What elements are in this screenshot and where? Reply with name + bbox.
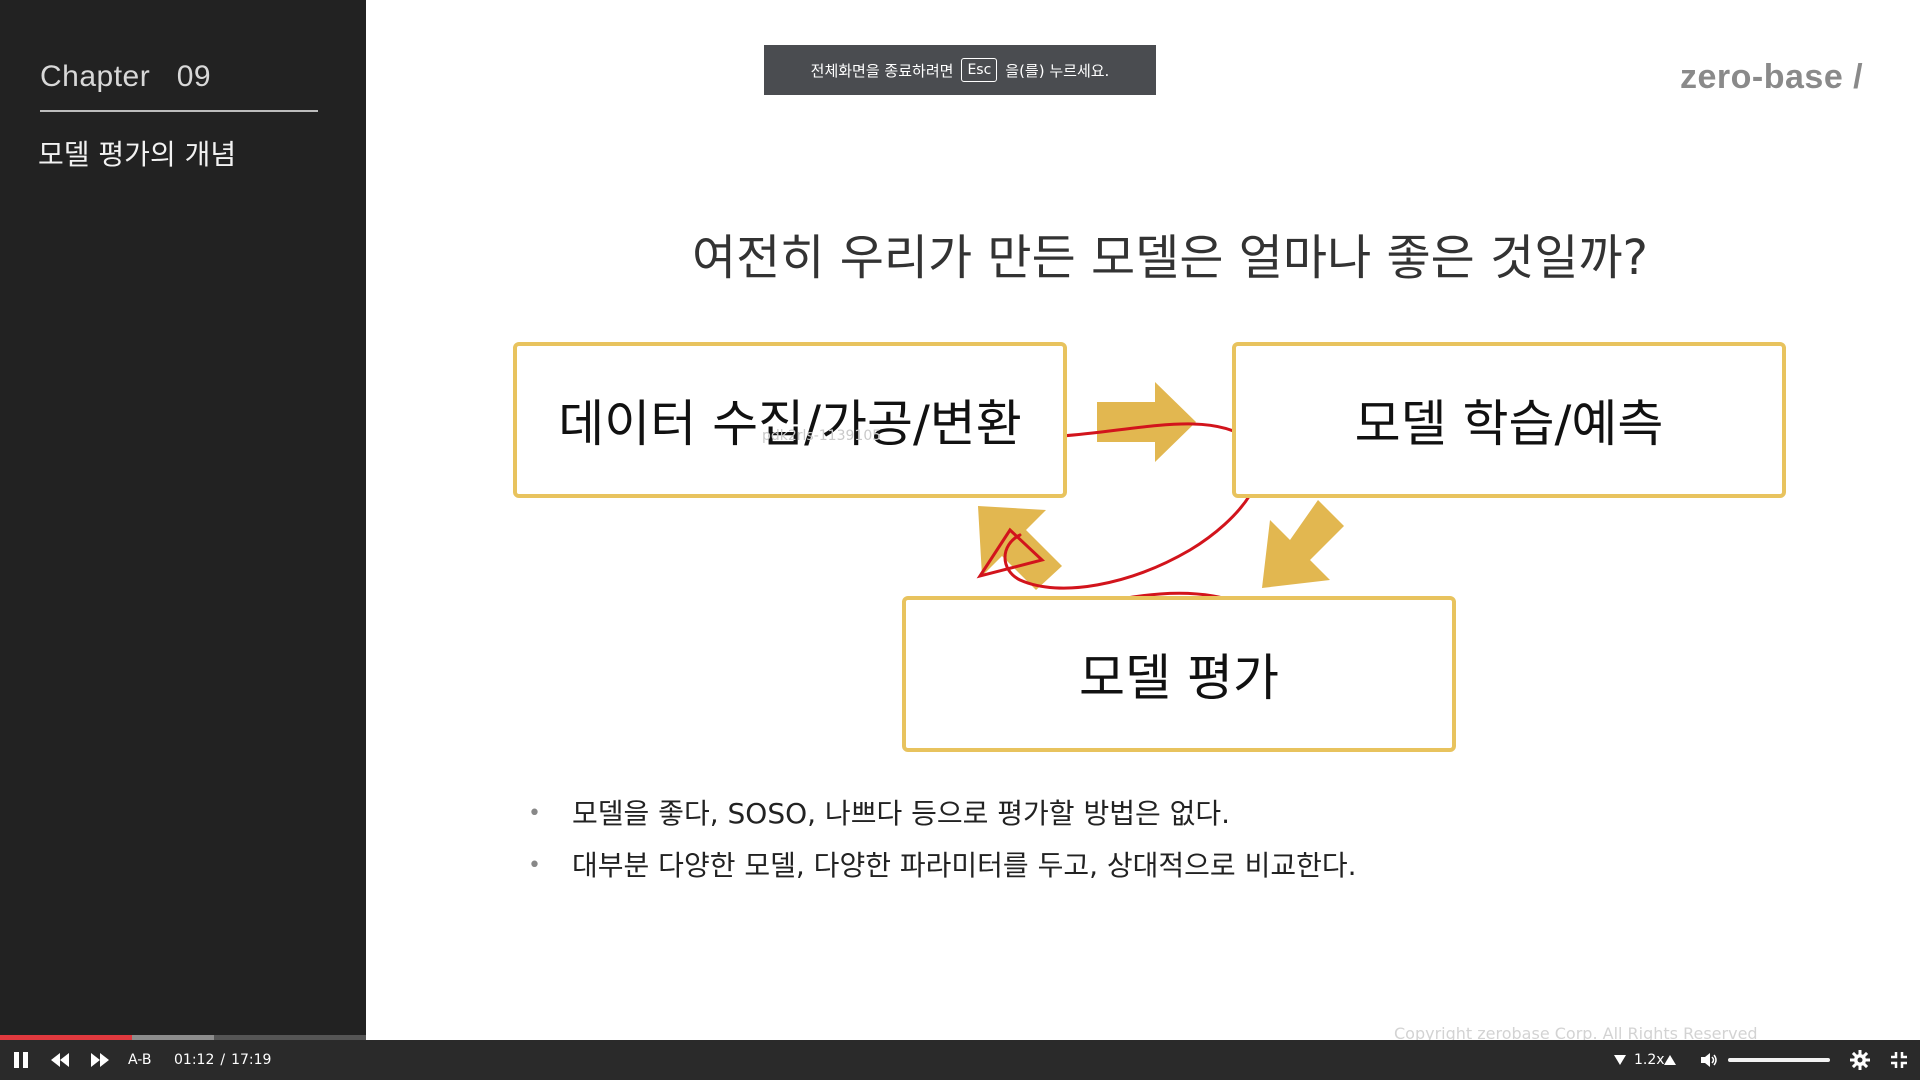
course-sidebar: Chapter 09 모델 평가의 개념 <box>0 0 366 1080</box>
bullet-text: 대부분 다양한 모델, 다양한 파라미터를 두고, 상대적으로 비교한다. <box>572 849 1357 882</box>
time-separator: / <box>220 1052 226 1068</box>
esc-key-label: Esc <box>961 58 998 82</box>
bullet-text: 모델을 좋다, SOSO, 나쁘다 등으로 평가할 방법은 없다. <box>572 797 1231 830</box>
notice-text-before: 전체화면을 종료하려면 <box>810 61 954 80</box>
volume-slider[interactable] <box>1728 1058 1830 1062</box>
bullet-item: • 대부분 다양한 모델, 다양한 파라미터를 두고, 상대적으로 비교한다. <box>520 842 1357 894</box>
progress-played <box>0 1035 132 1040</box>
rewind-button[interactable] <box>50 1040 70 1080</box>
bullet-dot-icon: • <box>528 801 541 826</box>
speed-down-button[interactable] <box>1614 1040 1626 1080</box>
notice-text-after: 을(를) 누르세요. <box>1005 61 1110 80</box>
rewind-icon <box>51 1053 69 1067</box>
box-model-training: 모델 학습/예측 <box>1232 342 1786 498</box>
chapter-title: Chapter 09 <box>40 60 212 93</box>
fast-forward-icon <box>91 1053 109 1067</box>
exit-fullscreen-button[interactable] <box>1890 1040 1908 1080</box>
settings-button[interactable] <box>1850 1040 1870 1080</box>
slide-heading: 여전히 우리가 만든 모델은 얼마나 좋은 것일까? <box>691 230 1649 286</box>
settings-gear-icon <box>1850 1050 1870 1070</box>
bullet-item: • 모델을 좋다, SOSO, 나쁘다 등으로 평가할 방법은 없다. <box>520 790 1357 842</box>
video-progress-bar[interactable] <box>0 1035 366 1040</box>
ab-repeat-button[interactable]: A-B <box>128 1052 152 1068</box>
video-player-controls: A-B 01:12 / 17:19 1.2x <box>0 1040 1920 1080</box>
playback-speed: 1.2x <box>1634 1052 1665 1068</box>
speed-down-icon <box>1614 1055 1626 1065</box>
slide-bullets: • 모델을 좋다, SOSO, 나쁘다 등으로 평가할 방법은 없다. • 대부분 … <box>520 790 1357 894</box>
volume-button[interactable] <box>1700 1040 1718 1080</box>
speed-up-button[interactable] <box>1664 1040 1676 1080</box>
total-duration: 17:19 <box>231 1052 272 1068</box>
chapter-divider <box>40 110 318 112</box>
pause-button[interactable] <box>12 1040 30 1080</box>
fast-forward-button[interactable] <box>90 1040 110 1080</box>
lesson-title: 모델 평가의 개념 <box>38 138 237 171</box>
time-display: 01:12 / 17:19 <box>174 1040 271 1080</box>
copyright-text: Copyright zerobase Corp. All Rights Rese… <box>1394 1024 1758 1043</box>
speed-up-icon <box>1664 1055 1676 1065</box>
box-model-evaluation: 모델 평가 <box>902 596 1456 752</box>
bullet-dot-icon: • <box>528 853 541 878</box>
fullscreen-exit-notice: 전체화면을 종료하려면 Esc 을(를) 누르세요. <box>764 45 1156 95</box>
volume-icon <box>1701 1053 1717 1067</box>
exit-fullscreen-icon <box>1891 1052 1907 1068</box>
box-data-collection: 데이터 수집/가공/변환 <box>513 342 1067 498</box>
current-time: 01:12 <box>174 1052 215 1068</box>
brand-logo: zero-base / <box>1680 58 1864 96</box>
user-watermark: pdk2rls-1139105 <box>762 428 882 444</box>
pause-icon <box>14 1052 28 1068</box>
